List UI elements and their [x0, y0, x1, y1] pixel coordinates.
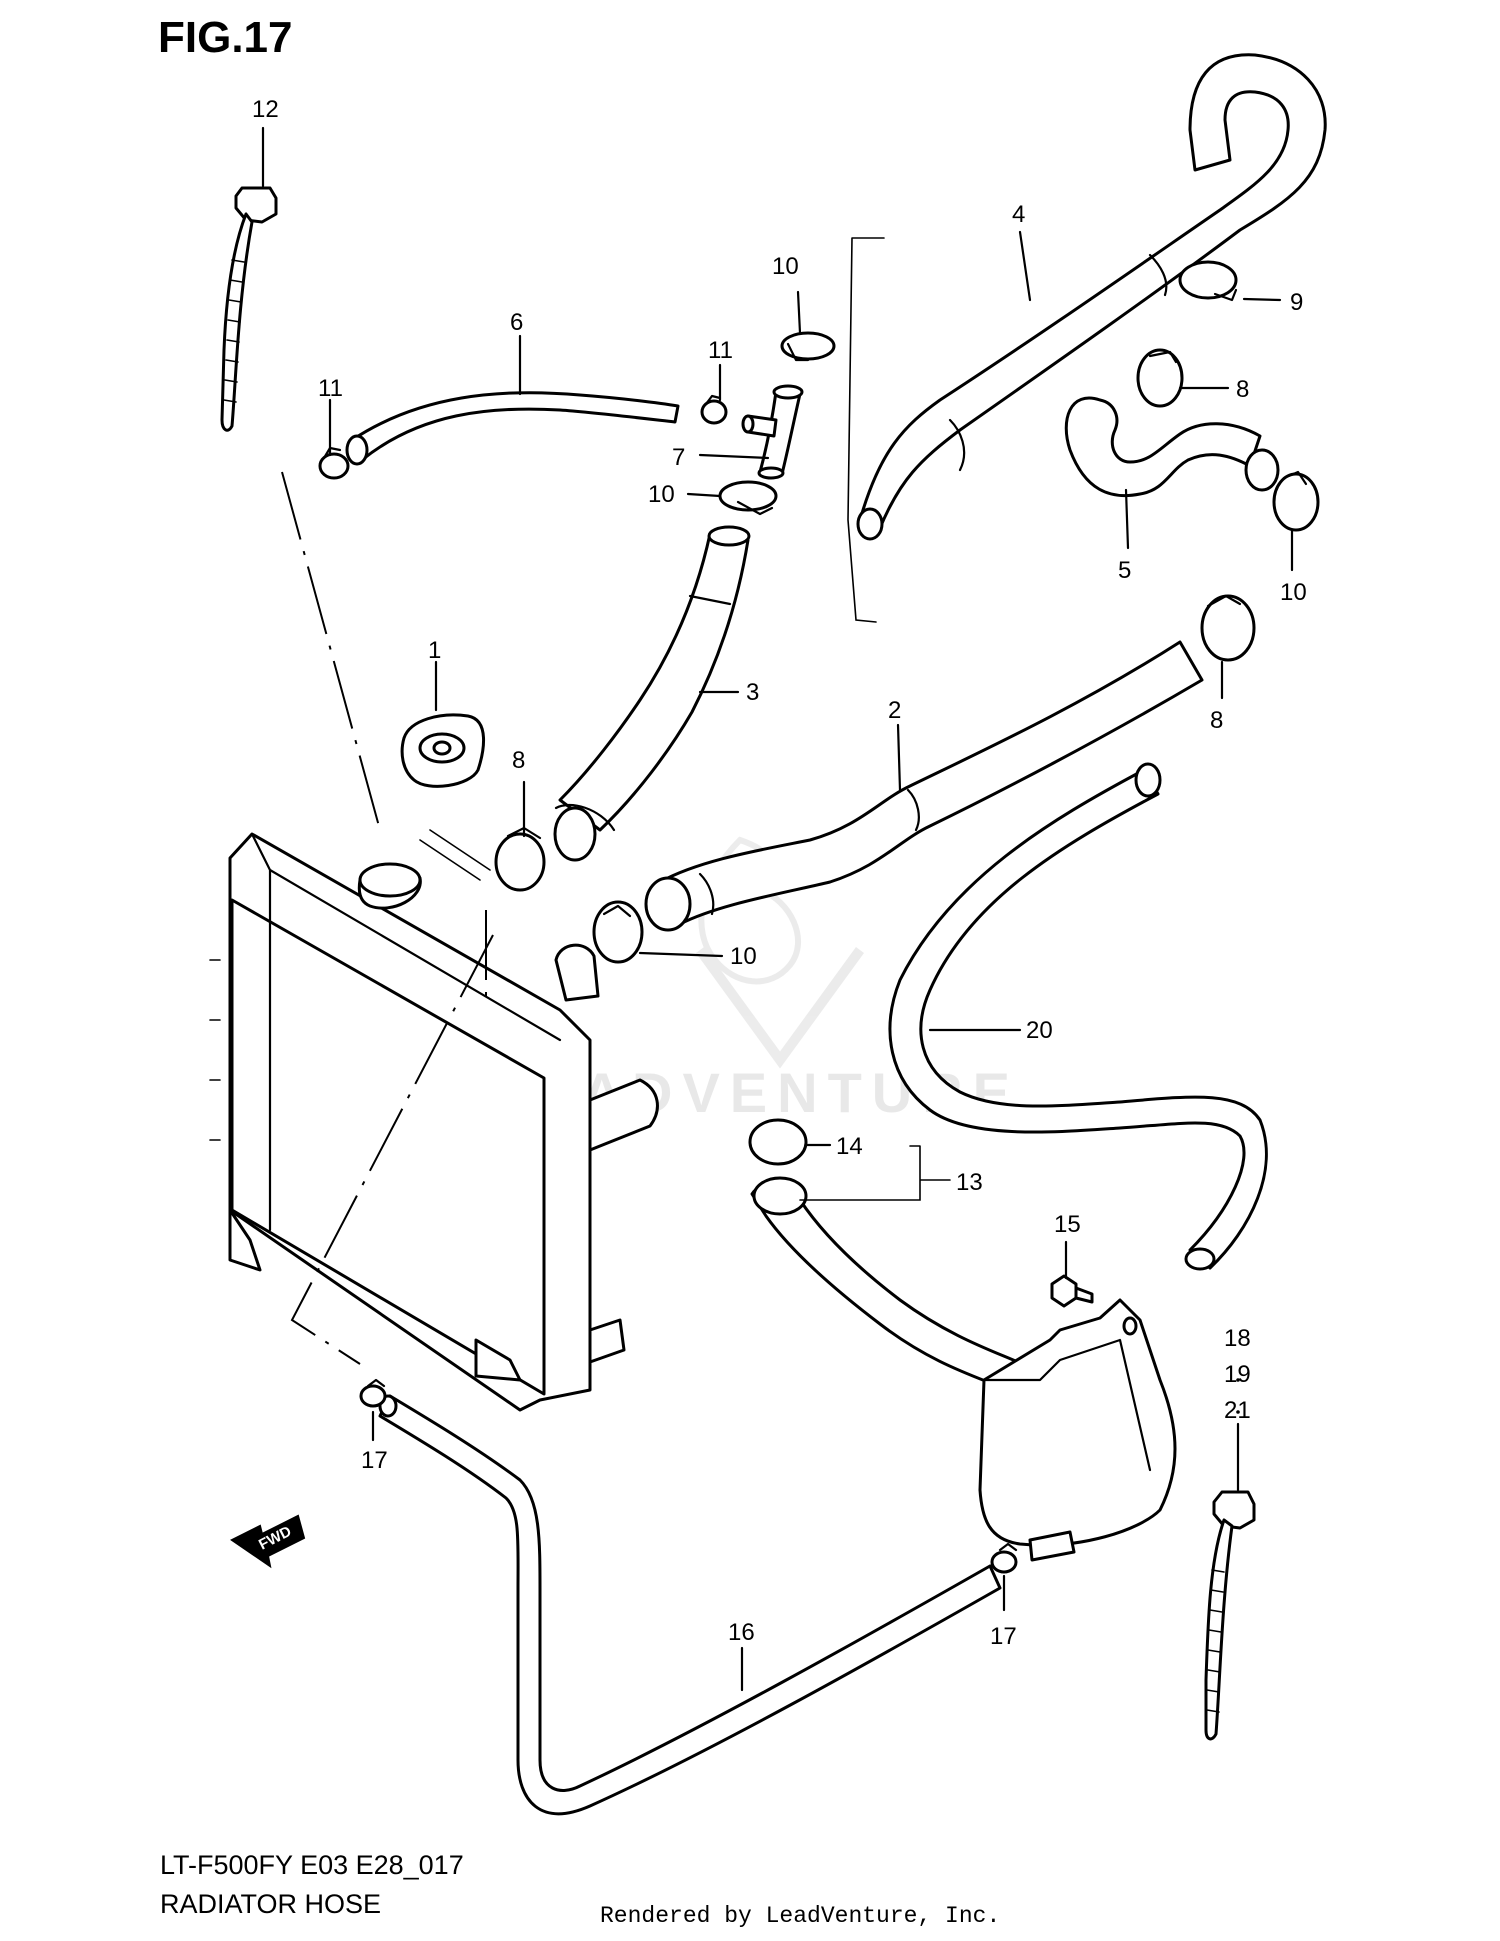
callout-19: 19 [1224, 1361, 1251, 1388]
part-10-clamp-upper [780, 290, 836, 362]
callout-13: 13 [956, 1169, 983, 1196]
callout-17-right: 17 [990, 1623, 1017, 1650]
fwd-arrow-icon: FWD [230, 1514, 306, 1569]
callout-10-bracket [847, 237, 885, 623]
part-11-clamp-left [318, 398, 350, 480]
callout-2: 2 [888, 697, 901, 724]
part-10-clamp-mid [686, 480, 778, 516]
section-name: RADIATOR HOSE [160, 1889, 381, 1919]
callout-16: 16 [728, 1619, 755, 1646]
callout-21: 21 [1224, 1397, 1251, 1424]
part-2-hose [644, 640, 1204, 932]
part-15-bolt [1050, 1240, 1094, 1308]
callout-6: 6 [510, 309, 523, 336]
callout-10-right: 10 [1280, 579, 1307, 606]
callout-10-upper: 10 [772, 253, 799, 280]
callout-1: 1 [428, 637, 441, 664]
part-9-clamp [1178, 260, 1282, 302]
part-6-hose [345, 334, 680, 466]
callout-8-upper-right: 8 [1236, 376, 1249, 403]
part-12-cable-tie [220, 126, 278, 432]
part-5-hose [1064, 396, 1280, 550]
callout-15: 15 [1054, 1211, 1081, 1238]
dash-leader-lines [281, 471, 494, 1365]
part-8-clamp-upper-right [1136, 348, 1230, 408]
callout-20: 20 [1026, 1017, 1053, 1044]
part-10-clamp-lower [592, 900, 724, 964]
part-17-clamp-right [990, 1542, 1018, 1612]
callout-10-mid: 10 [648, 481, 675, 508]
part-8-clamp-by-cap [494, 780, 546, 892]
part-8-clamp-right-mid [1200, 594, 1256, 700]
callout-4: 4 [1012, 201, 1025, 228]
callout-11-right: 11 [708, 337, 733, 364]
callout-5: 5 [1118, 557, 1131, 584]
part-7-joint-pipe [698, 384, 804, 480]
figure-title: FIG.17 [158, 13, 293, 62]
part-11-clamp-right [700, 363, 728, 425]
model-code: LT-F500FY E03 E28_017 [160, 1850, 464, 1880]
part-10-clamp-right [1272, 470, 1320, 572]
callout-12: 12 [252, 96, 279, 123]
callout-17-left: 17 [361, 1447, 388, 1474]
part-14-cap [748, 1118, 832, 1166]
part-18-19-21-cable-tie [1204, 1378, 1256, 1741]
part-20-hose [888, 762, 1268, 1271]
rendered-by-credit: Rendered by LeadVenture, Inc. [600, 1903, 1000, 1929]
callout-18: 18 [1224, 1325, 1251, 1352]
part-13-reservoir-tank-set [750, 1145, 1177, 1562]
callout-3: 3 [746, 679, 759, 706]
callout-7: 7 [672, 444, 685, 471]
callout-11-left: 11 [318, 375, 343, 402]
callout-8-right-mid: 8 [1210, 707, 1223, 734]
callout-10-lower: 10 [730, 943, 757, 970]
part-17-clamp-left [359, 1378, 387, 1442]
part-16-hose [378, 1394, 1002, 1816]
callout-9: 9 [1290, 289, 1303, 316]
callout-14: 14 [836, 1133, 863, 1160]
part-4-hose [856, 53, 1327, 541]
part-1-radiator-cap [400, 660, 486, 788]
radiator-assembly [209, 829, 659, 1412]
part-3-hose [553, 525, 751, 862]
callout-8-by-cap: 8 [512, 747, 525, 774]
